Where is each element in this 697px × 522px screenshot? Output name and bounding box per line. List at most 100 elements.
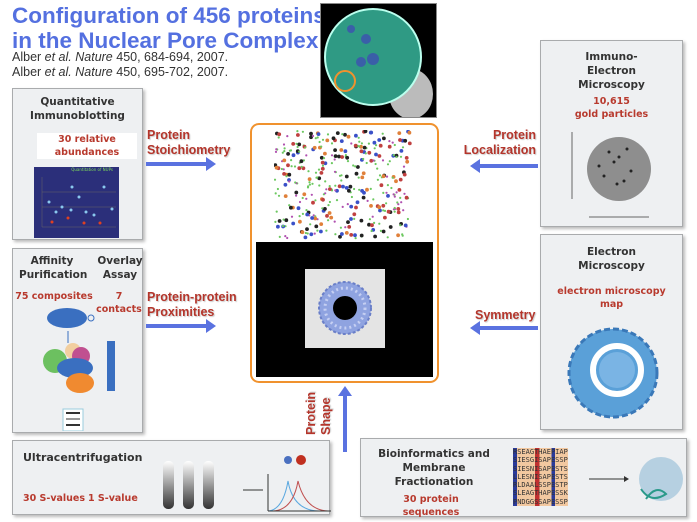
protein-dot — [310, 216, 314, 220]
protein-dot — [330, 154, 334, 157]
protein-dot — [391, 176, 394, 179]
result-s-value: 1 S-value — [88, 493, 138, 504]
protein-dot — [313, 216, 318, 221]
protein-dot — [360, 142, 363, 145]
protein-dot — [301, 196, 304, 200]
protein-dot — [314, 224, 319, 229]
protein-dot — [301, 130, 304, 133]
protein-dot — [277, 132, 282, 137]
npc-model-frame — [250, 123, 439, 383]
protein-dot — [347, 188, 351, 193]
protein-dot — [277, 194, 281, 197]
title-line-1: Configuration of 456 proteins — [12, 3, 326, 28]
protein-dot — [378, 222, 381, 225]
npc-structure-render — [256, 242, 433, 377]
protein-dot — [345, 155, 350, 160]
protein-dot — [283, 194, 288, 198]
protein-dot — [328, 185, 331, 188]
label-symmetry: Symmetry — [475, 308, 536, 322]
protein-dot — [323, 151, 327, 156]
protein-dot — [296, 130, 299, 133]
protein-dot — [396, 201, 399, 204]
protein-structure-render — [589, 457, 683, 501]
protein-dot — [392, 154, 395, 157]
protein-dot — [305, 154, 308, 157]
protein-dot — [404, 195, 409, 200]
protein-dot — [282, 218, 285, 221]
protein-dot — [296, 133, 300, 137]
protein-dot — [376, 167, 379, 170]
protein-dot — [338, 234, 342, 239]
protein-dot — [388, 225, 393, 229]
protein-dot — [385, 202, 388, 205]
protein-dot — [286, 152, 290, 156]
protein-dot — [298, 150, 301, 153]
protein-dot — [372, 159, 375, 162]
protein-dot — [307, 170, 310, 173]
protein-dot — [354, 133, 358, 138]
protein-dot — [324, 180, 327, 183]
protein-dot — [341, 133, 344, 136]
protein-dot — [388, 160, 391, 163]
protein-dot — [396, 233, 400, 238]
protein-dot — [359, 149, 364, 154]
protein-dot — [355, 200, 360, 205]
protein-dot — [288, 204, 291, 207]
protein-dot — [402, 172, 407, 177]
protein-dot — [370, 229, 373, 233]
protein-dot — [299, 159, 304, 164]
protein-dot — [337, 154, 341, 159]
protein-dot — [397, 188, 402, 192]
protein-dot — [290, 159, 293, 162]
protein-dot — [386, 209, 391, 214]
protein-dot — [309, 223, 312, 226]
protein-dot — [399, 155, 403, 158]
protein-dot — [325, 188, 328, 191]
protein-dot — [377, 205, 382, 210]
protein-dot — [276, 224, 280, 229]
alignment-row: SLEAGTHAPESSK — [513, 489, 568, 498]
panel-ultracentrifugation: Ultracentrifugation 30 S-values 1 S-valu… — [12, 440, 331, 515]
em-density-map — [567, 327, 659, 419]
protein-dot — [340, 232, 344, 236]
protein-dot — [364, 152, 367, 155]
protein-dot — [324, 192, 327, 195]
abundance-plot: Quantitation of NUPs — [34, 167, 119, 238]
protein-dot — [333, 154, 338, 158]
protein-dot — [274, 150, 278, 153]
protein-dot — [369, 187, 372, 190]
protein-dot — [361, 195, 366, 200]
protein-dot — [293, 165, 297, 168]
protein-dot — [362, 157, 365, 161]
protein-dot — [314, 199, 317, 202]
protein-dot — [328, 187, 332, 191]
protein-dot — [296, 206, 301, 211]
protein-dot — [376, 178, 379, 181]
protein-dot — [290, 165, 293, 168]
protein-dot — [291, 153, 296, 158]
protein-dot — [282, 172, 286, 176]
protein-dot — [320, 160, 325, 165]
protein-dot — [340, 179, 343, 182]
protein-dot — [312, 145, 317, 150]
arrow-proximities — [146, 319, 216, 333]
protein-dot — [378, 174, 382, 177]
protein-dot — [282, 168, 285, 171]
protein-dot — [403, 138, 408, 143]
title-line-2: in the Nuclear Pore Complex — [12, 28, 319, 53]
protein-dot — [343, 149, 348, 154]
protein-dot — [286, 135, 289, 138]
protein-dot — [382, 209, 385, 212]
protein-dot — [348, 184, 353, 189]
protein-dot — [300, 230, 305, 235]
protein-dot — [372, 140, 377, 145]
protein-dot — [344, 231, 349, 235]
protein-dot — [357, 136, 360, 139]
protein-dot — [289, 205, 293, 210]
protein-dot — [329, 215, 334, 220]
protein-dot — [287, 172, 292, 177]
